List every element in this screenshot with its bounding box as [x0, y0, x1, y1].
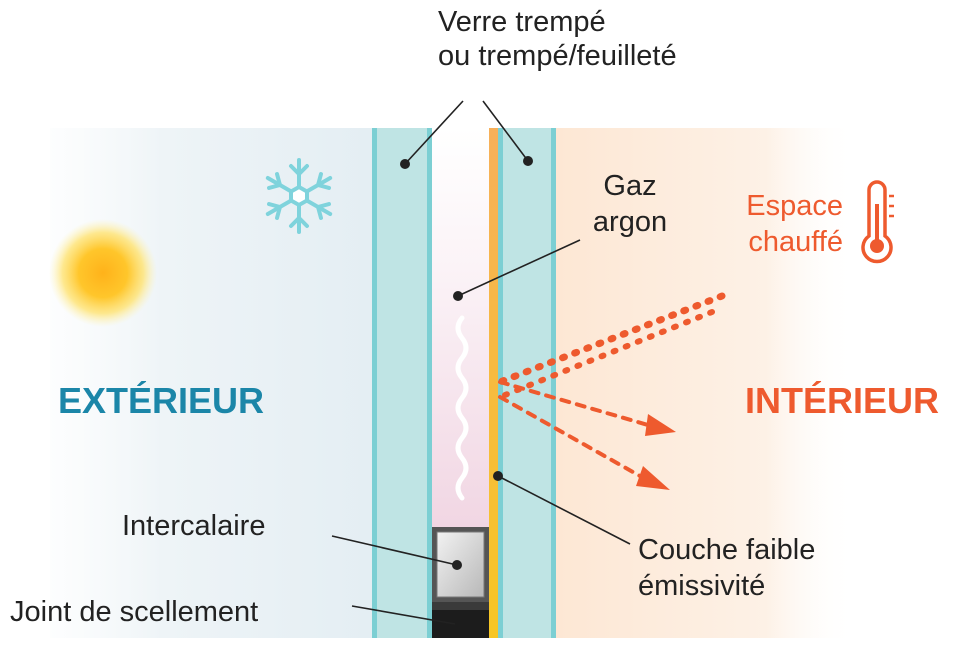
leader-lines	[331, 100, 631, 625]
argon-gas-label: Gaz argon	[580, 168, 680, 240]
thermometer-icon	[861, 180, 894, 264]
sun-icon	[49, 219, 157, 327]
low-e-coating-line2: émissivité	[638, 570, 766, 602]
argon-gas-line1: Gaz	[603, 170, 657, 202]
sealing-joint	[432, 602, 489, 638]
glass-label: Verre trempé ou trempé/feuilleté	[438, 4, 677, 74]
heated-space-line2: chauffé	[748, 226, 843, 258]
heated-space-label: Espace chauffé	[715, 188, 843, 260]
glass-label-line1: Verre trempé	[438, 6, 606, 38]
argon-wave	[455, 315, 469, 501]
leader-dots	[400, 156, 533, 570]
exterior-label: EXTÉRIEUR	[58, 380, 265, 421]
low-e-coating-label: Couche faible émissivité	[638, 532, 815, 604]
glass-label-line2: ou trempé/feuilleté	[438, 40, 677, 72]
outer-glass-pane	[372, 128, 432, 638]
low-e-coating	[489, 128, 498, 638]
low-e-coating-line1: Couche faible	[638, 534, 816, 566]
interior-background	[556, 128, 856, 638]
heated-space-line1: Espace	[746, 190, 843, 222]
heat-reflection-arrows	[496, 292, 726, 490]
snowflake-icon	[265, 158, 333, 234]
spacer-label: Intercalaire	[122, 510, 266, 542]
argon-gas-line2: argon	[592, 206, 668, 238]
seal-label: Joint de scellement	[10, 596, 259, 628]
interior-label: INTÉRIEUR	[745, 380, 940, 421]
